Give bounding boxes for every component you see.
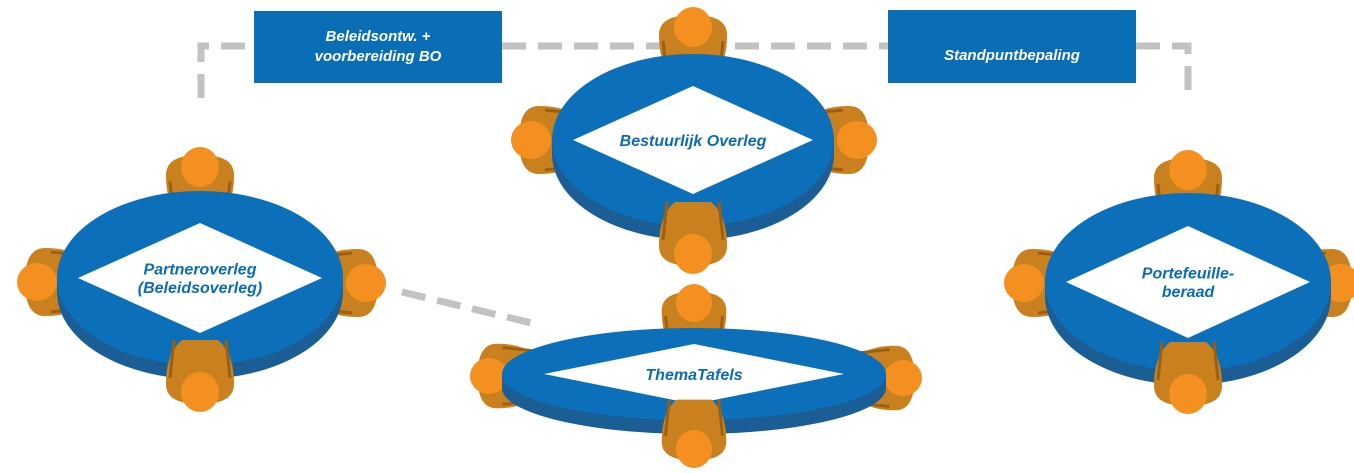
- table-diamond: [544, 344, 844, 404]
- table-label-line: Partneroverleg: [144, 261, 257, 278]
- table-diamond: [78, 223, 322, 333]
- portefeuilleberaad-table: Portefeuille-beraad: [1004, 150, 1354, 414]
- person-head: [674, 7, 712, 47]
- person-head: [837, 121, 877, 159]
- person-front-0: [1154, 341, 1222, 414]
- person-head: [883, 359, 923, 397]
- table-label-line: beraad: [1162, 284, 1216, 301]
- connectors: [197, 42, 1192, 328]
- standpuntbepaling-box: Standpuntbepaling: [888, 10, 1136, 83]
- beleidsontwikkeling-box: Beleidsontw. + voorbereiding BO: [254, 11, 502, 83]
- person-head: [675, 284, 713, 322]
- person-head: [1004, 264, 1044, 302]
- person-head: [469, 357, 509, 395]
- thematafels-table: ThemaTafels: [469, 284, 923, 468]
- person-head: [674, 234, 712, 274]
- person-head: [346, 264, 386, 302]
- connector-right-box: [1136, 42, 1192, 98]
- person-head: [1169, 374, 1207, 414]
- person-head: [181, 147, 219, 187]
- table-label-line: Portefeuille-: [1142, 265, 1234, 282]
- beleidsontwikkeling-label: Beleidsontw. + voorbereiding BO: [314, 28, 442, 65]
- partneroverleg-table: Partneroverleg (Beleidsoverleg): [17, 147, 386, 412]
- person-head: [1169, 150, 1207, 190]
- table-label-line: ThemaTafels: [645, 367, 742, 384]
- bestuurlijk-overleg-table: Bestuurlijk Overleg: [511, 7, 877, 274]
- table-label-line: Bestuurlijk Overleg: [620, 133, 767, 150]
- connector-left-box: [197, 42, 254, 98]
- connector-partner-to-thema: [401, 288, 537, 328]
- table-diamond: [1066, 226, 1310, 338]
- person-head: [675, 430, 713, 468]
- person-front-0: [166, 339, 234, 412]
- person-front-0: [661, 399, 727, 468]
- standpuntbepaling-label: Standpuntbepaling: [944, 46, 1080, 64]
- person-head: [511, 121, 551, 159]
- person-head: [17, 263, 57, 301]
- table-label-line: (Beleidsoverleg): [138, 280, 262, 297]
- person-head: [181, 372, 219, 412]
- table-diamond: [573, 86, 813, 194]
- person-front-0: [659, 201, 727, 274]
